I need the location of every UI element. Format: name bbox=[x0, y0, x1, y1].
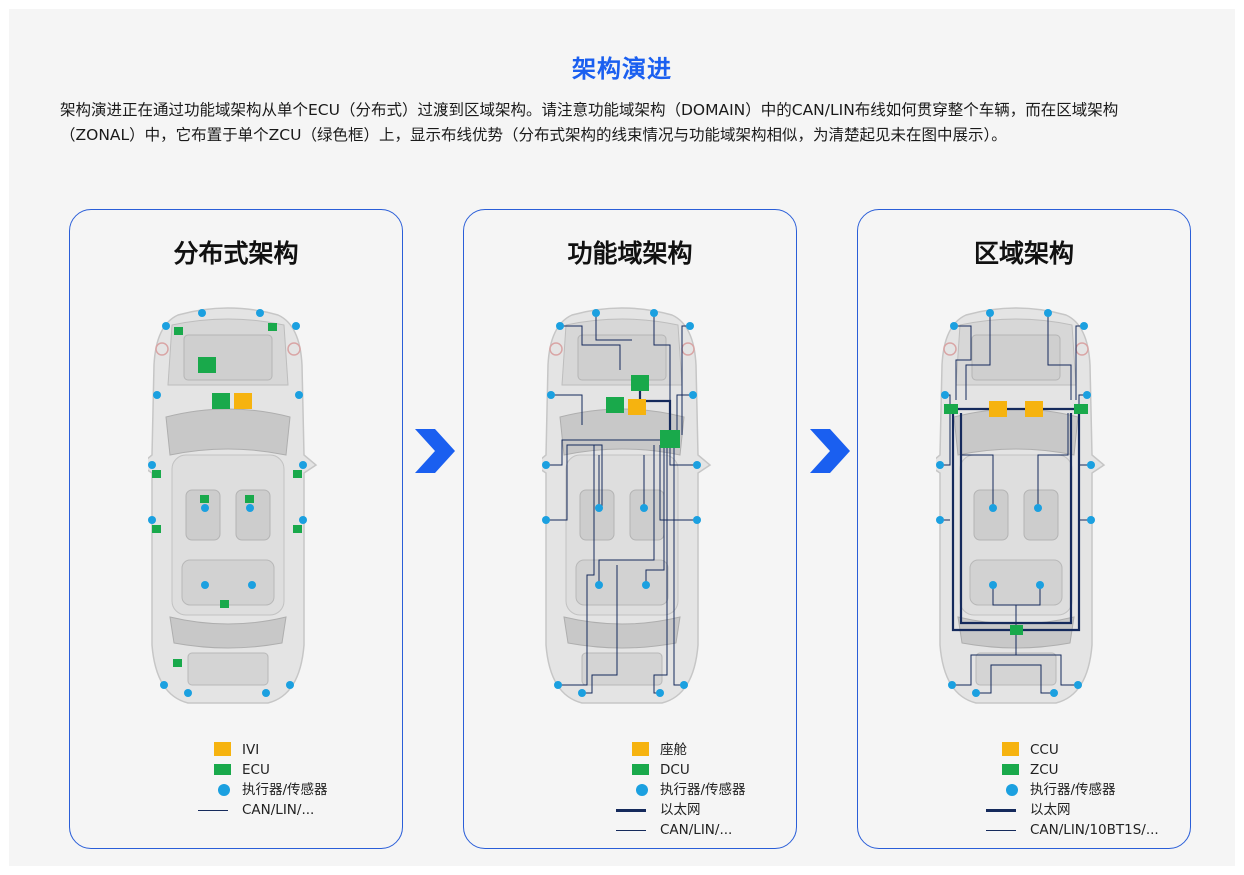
dcu-boxes bbox=[606, 375, 680, 448]
chevron-right-icon bbox=[810, 429, 850, 473]
ecu-box bbox=[293, 525, 302, 533]
ivi-swatch bbox=[214, 742, 231, 756]
page-title: 架构演进 bbox=[572, 55, 672, 83]
can-line-swatch bbox=[616, 830, 646, 832]
panel-distributed: 分布式架构 bbox=[69, 209, 403, 849]
legend-label: ZCU bbox=[1030, 762, 1059, 778]
ecu-box bbox=[293, 470, 302, 478]
legend-label: CAN/LIN/... bbox=[660, 822, 733, 838]
panel-domain: 功能域架构 bbox=[463, 209, 797, 849]
ecu-box bbox=[245, 495, 254, 503]
zcu-swatch bbox=[1002, 764, 1019, 775]
ccu-box bbox=[1025, 401, 1043, 417]
ecu-swatch bbox=[214, 764, 231, 775]
sensor-swatch bbox=[1006, 784, 1018, 796]
ccu-boxes bbox=[989, 401, 1043, 417]
zcu-box bbox=[944, 404, 958, 414]
cockpit-box bbox=[628, 399, 646, 415]
ethernet-line-swatch bbox=[986, 809, 1016, 812]
panel-title: 功能域架构 bbox=[567, 239, 693, 268]
legend-label: 执行器/传感器 bbox=[1030, 782, 1116, 798]
sensor-dots bbox=[542, 309, 701, 697]
legend-label: IVI bbox=[242, 742, 260, 758]
sensor-dots bbox=[936, 309, 1095, 697]
zcu-boxes bbox=[944, 404, 1088, 635]
ecu-box bbox=[152, 470, 161, 478]
dcu-box bbox=[606, 397, 624, 413]
ethernet-line-swatch bbox=[616, 809, 646, 812]
zcu-box bbox=[1074, 404, 1088, 414]
legend-label: 以太网 bbox=[1030, 802, 1071, 818]
ecu-boxes bbox=[152, 323, 302, 667]
cockpit-swatch bbox=[632, 742, 649, 756]
ecu-box bbox=[198, 357, 216, 373]
car-diagram-distributed bbox=[148, 307, 317, 704]
legend-label: 执行器/传感器 bbox=[660, 782, 746, 798]
ccu-box bbox=[989, 401, 1007, 417]
ecu-box bbox=[212, 393, 230, 409]
ecu-box bbox=[152, 525, 161, 533]
sensor-swatch bbox=[636, 784, 648, 796]
can-line-swatch bbox=[986, 830, 1016, 832]
zcu-box bbox=[1010, 625, 1023, 635]
ccu-swatch bbox=[1002, 742, 1019, 756]
ecu-box bbox=[220, 600, 229, 608]
legend-label: 执行器/传感器 bbox=[242, 782, 328, 798]
car-diagram-domain bbox=[542, 307, 711, 704]
panel-zonal: 区域架构 bbox=[857, 209, 1191, 849]
legend-label: ECU bbox=[242, 762, 270, 778]
dcu-box bbox=[660, 430, 680, 448]
car-diagram-zonal bbox=[936, 307, 1105, 704]
legend-label: CAN/LIN/... bbox=[242, 802, 315, 818]
legend-label: CCU bbox=[1030, 742, 1059, 758]
dcu-box bbox=[631, 375, 649, 391]
page-frame: 架构演进 架构演进正在通过功能域架构从单个ECU（分布式）过渡到区域架构。请注意… bbox=[9, 9, 1235, 866]
sensor-swatch bbox=[218, 784, 230, 796]
panel-title: 分布式架构 bbox=[173, 239, 299, 268]
legend-label: 以太网 bbox=[660, 802, 701, 818]
ecu-box bbox=[173, 659, 182, 667]
ecu-box bbox=[268, 323, 277, 331]
panel-title: 区域架构 bbox=[973, 239, 1074, 268]
can-line-swatch bbox=[198, 810, 228, 812]
intro-paragraph: 架构演进正在通过功能域架构从单个ECU（分布式）过渡到区域架构。请注意功能域架构… bbox=[60, 101, 1119, 144]
dcu-swatch bbox=[632, 764, 649, 775]
legend-label: 座舱 bbox=[660, 742, 687, 758]
legend-label: CAN/LIN/10BT1S/... bbox=[1030, 822, 1159, 838]
chevron-right-icon bbox=[415, 429, 455, 473]
sensor-dots bbox=[148, 309, 307, 697]
legend-label: DCU bbox=[660, 762, 690, 778]
ecu-box bbox=[200, 495, 209, 503]
ecu-box bbox=[174, 327, 183, 335]
ivi-box bbox=[234, 393, 252, 409]
